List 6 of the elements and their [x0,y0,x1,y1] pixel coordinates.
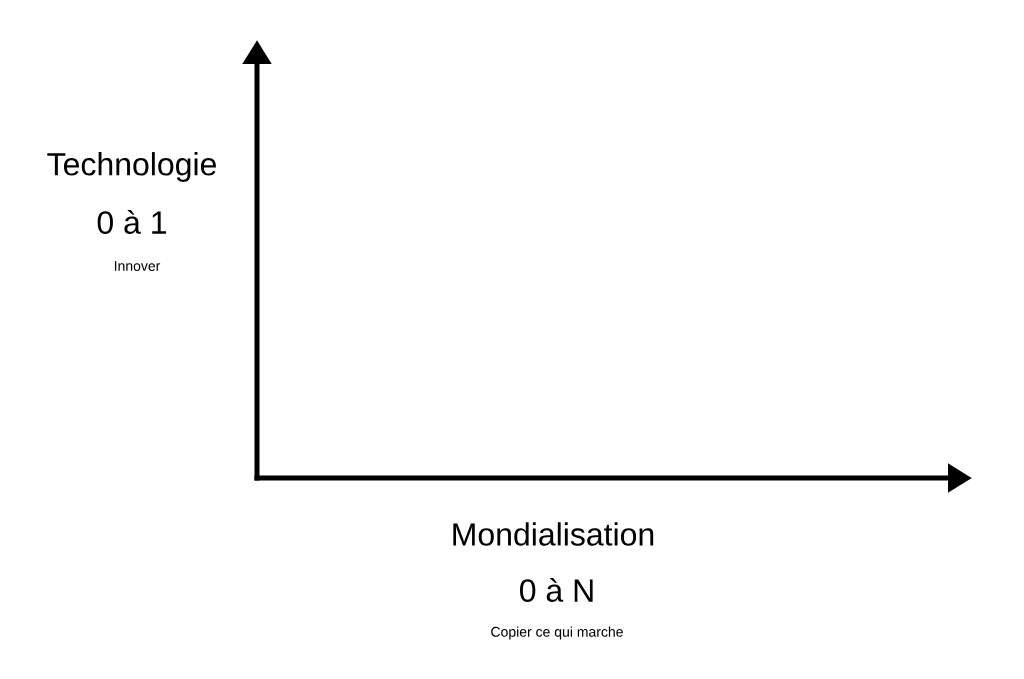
range-label: 0 à 1 [97,210,166,234]
note-text: Copier ce qui marche [491,626,623,640]
axis-title: Mondialisation [453,522,654,546]
range-label: 0 à N [520,578,593,602]
axis-title: Technologie [47,152,216,182]
note-text: Innover [114,261,161,271]
